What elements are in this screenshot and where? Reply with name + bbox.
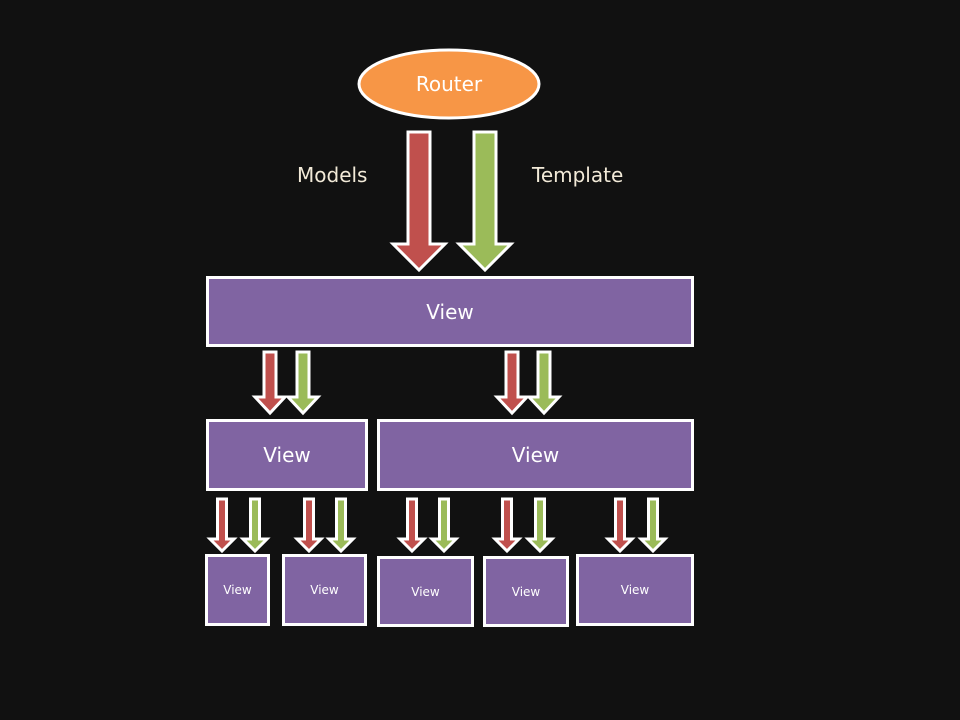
view-level3-2-label: View (310, 583, 339, 597)
template-arrow-small-4 (524, 497, 556, 554)
view-level3-2: View (282, 554, 367, 626)
view-level3-5-label: View (620, 583, 650, 597)
models-arrow-small-2 (293, 497, 325, 554)
view-level3-1: View (205, 554, 270, 626)
models-arrow-small-4 (491, 497, 523, 554)
router-node (357, 48, 541, 120)
router-label: Router (416, 72, 483, 96)
template-arrow-medium-1 (284, 350, 322, 416)
view-level3-5: View (576, 554, 694, 626)
template-arrow-large (455, 130, 515, 273)
view-level2-right-label: View (511, 443, 560, 467)
models-arrow-small-5 (604, 497, 636, 554)
models-arrow-small-1 (206, 497, 238, 554)
view-level3-4-label: View (511, 584, 541, 599)
models-arrow-medium-2 (493, 350, 531, 416)
models-arrow-medium-1 (251, 350, 289, 416)
view-level3-3-label: View (411, 584, 440, 599)
models-label: Models (297, 163, 368, 187)
view-level2-left-label: View (263, 443, 311, 467)
template-arrow-medium-2 (525, 350, 563, 416)
view-level3-1-label: View (223, 583, 252, 597)
view-level1-label: View (426, 299, 474, 324)
view-level2-right: View (377, 419, 694, 491)
view-level3-4: View (483, 556, 569, 627)
template-arrow-small-2 (325, 497, 357, 554)
models-arrow-small-3 (396, 497, 428, 554)
template-arrow-small-1 (239, 497, 271, 554)
view-level3-3: View (377, 556, 474, 627)
template-arrow-small-5 (637, 497, 669, 554)
view-level1: View (206, 276, 694, 347)
models-arrow-large (389, 130, 449, 273)
view-level2-left: View (206, 419, 368, 491)
template-label: Template (532, 163, 624, 187)
template-arrow-small-3 (428, 497, 460, 554)
